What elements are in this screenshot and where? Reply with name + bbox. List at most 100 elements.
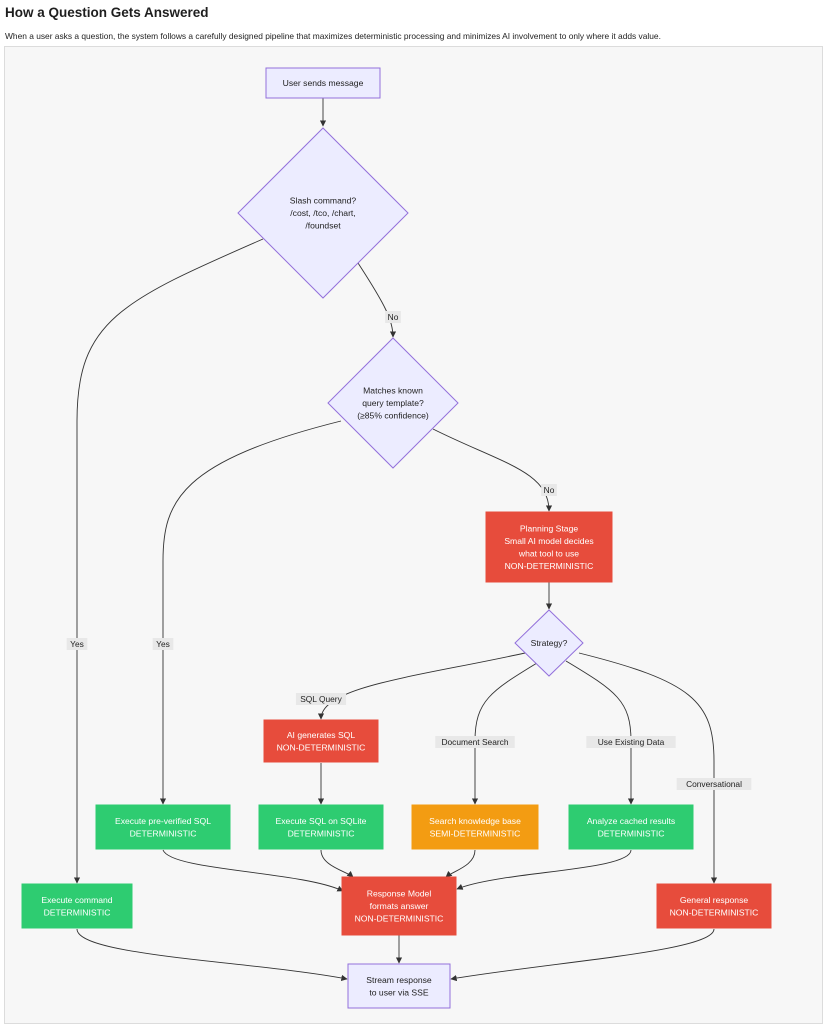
decision-diamond [237, 127, 409, 299]
decision-diamond [514, 609, 584, 677]
edge-label-template-yes: Yes [152, 638, 174, 650]
node-text-line: Execute pre-verified SQL [115, 816, 211, 826]
node-text-line: Small AI model decides [504, 536, 593, 546]
node-box [95, 804, 231, 850]
node-box [341, 876, 457, 936]
node-text-line: User sends message [283, 78, 364, 88]
edge-general-to-stream [450, 928, 715, 982]
edge-sqlite-to-resp [320, 849, 354, 878]
edge-label-text: Yes [156, 639, 170, 649]
node-box [263, 719, 379, 763]
decision-diamond [327, 337, 459, 469]
edge-label-template-no: No [541, 484, 557, 496]
node-text-line: Matches known [363, 386, 423, 396]
node-text-line: Planning Stage [520, 523, 579, 533]
node-text-line: Slash command? [290, 196, 357, 206]
node-text-line: to user via SSE [369, 987, 428, 997]
node-text-line: AI generates SQL [287, 730, 356, 740]
edge-label-bg [541, 484, 557, 496]
node-text-line: /foundset [305, 221, 341, 231]
node-text-line: Execute command [41, 895, 112, 905]
node-text-line: what tool to use [518, 548, 579, 558]
node-ai-generates-sql: AI generates SQL NON-DETERMINISTIC [263, 719, 379, 763]
node-text-line: formats answer [370, 901, 429, 911]
node-box [485, 511, 613, 583]
node-box [265, 67, 381, 99]
edge-label-text: SQL Query [300, 694, 342, 704]
edge-label-bg [586, 736, 676, 748]
edge-kb-to-resp [445, 849, 476, 878]
node-box [568, 804, 694, 850]
node-text-line: query template? [362, 398, 424, 408]
node-box [258, 804, 384, 850]
node-text-line: NON-DETERMINISTIC [277, 742, 366, 752]
edge-label-text: No [388, 312, 399, 322]
edge-label-text: No [544, 485, 555, 495]
edge-label-sql-query: SQL Query [295, 693, 347, 705]
edge-preverified-to-resp [162, 849, 344, 892]
node-text-line: Response Model [367, 889, 432, 899]
node-slash-decision: Slash command? /cost, /tco, /chart, /found… [237, 127, 409, 299]
node-text-line: NON-DETERMINISTIC [670, 907, 759, 917]
edges-layer [73, 98, 718, 982]
edge-label-conversational: Conversational [676, 778, 752, 790]
edge-label-bg [152, 638, 174, 650]
node-text-line: (≥85% confidence) [357, 411, 429, 421]
edge-conversational [578, 652, 718, 884]
node-template-decision: Matches known query template? (≥85% confid… [327, 337, 459, 469]
edge-label-document-search: Document Search [435, 736, 515, 748]
node-text-line: DETERMINISTIC [44, 907, 111, 917]
node-text-line: /cost, /tco, /chart, [290, 208, 355, 218]
node-box [347, 963, 451, 1009]
node-text-line: NON-DETERMINISTIC [505, 561, 594, 571]
edge-label-bg [385, 311, 401, 323]
edge-label-text: Use Existing Data [598, 737, 665, 747]
edge-template-yes [159, 420, 342, 805]
edge-label-bg [295, 693, 347, 705]
edge-slash-no [357, 262, 397, 338]
node-text-line: DETERMINISTIC [598, 828, 665, 838]
node-text-line: Strategy? [531, 638, 568, 648]
edge-command-to-stream [76, 928, 348, 982]
node-box [21, 883, 133, 929]
page-description: When a user asks a question, the system … [5, 31, 661, 41]
node-text-line: Search knowledge base [429, 816, 521, 826]
edge-label-text: Document Search [441, 737, 508, 747]
edge-use-existing [565, 660, 635, 805]
edge-label-slash-yes: Yes [66, 638, 88, 650]
node-text-line: DETERMINISTIC [288, 828, 355, 838]
node-strategy-decision: Strategy? [514, 609, 584, 677]
edge-template-no [432, 428, 553, 512]
edge-document-search [471, 662, 538, 805]
edge-label-bg [66, 638, 88, 650]
node-text-line: Analyze cached results [587, 816, 675, 826]
edge-label-text: Conversational [686, 779, 742, 789]
edge-label-bg [435, 736, 515, 748]
edge-label-use-existing-data: Use Existing Data [586, 736, 676, 748]
node-text-line: DETERMINISTIC [130, 828, 197, 838]
node-execute-preverified: Execute pre-verified SQL DETERMINISTIC [95, 804, 231, 850]
edge-label-slash-no: No [385, 311, 401, 323]
edge-cached-to-resp [456, 849, 632, 890]
node-text-line: SEMI-DETERMINISTIC [430, 828, 521, 838]
node-box [411, 804, 539, 850]
node-box [656, 883, 772, 929]
node-stream-response: Stream response to user via SSE [347, 963, 451, 1009]
node-text-line: Stream response [366, 975, 432, 985]
edge-label-text: Yes [70, 639, 84, 649]
edge-sql-query [317, 652, 526, 720]
node-text-line: Execute SQL on SQLite [276, 816, 367, 826]
edge-slash-yes [73, 238, 264, 884]
edge-label-bg [676, 778, 752, 790]
